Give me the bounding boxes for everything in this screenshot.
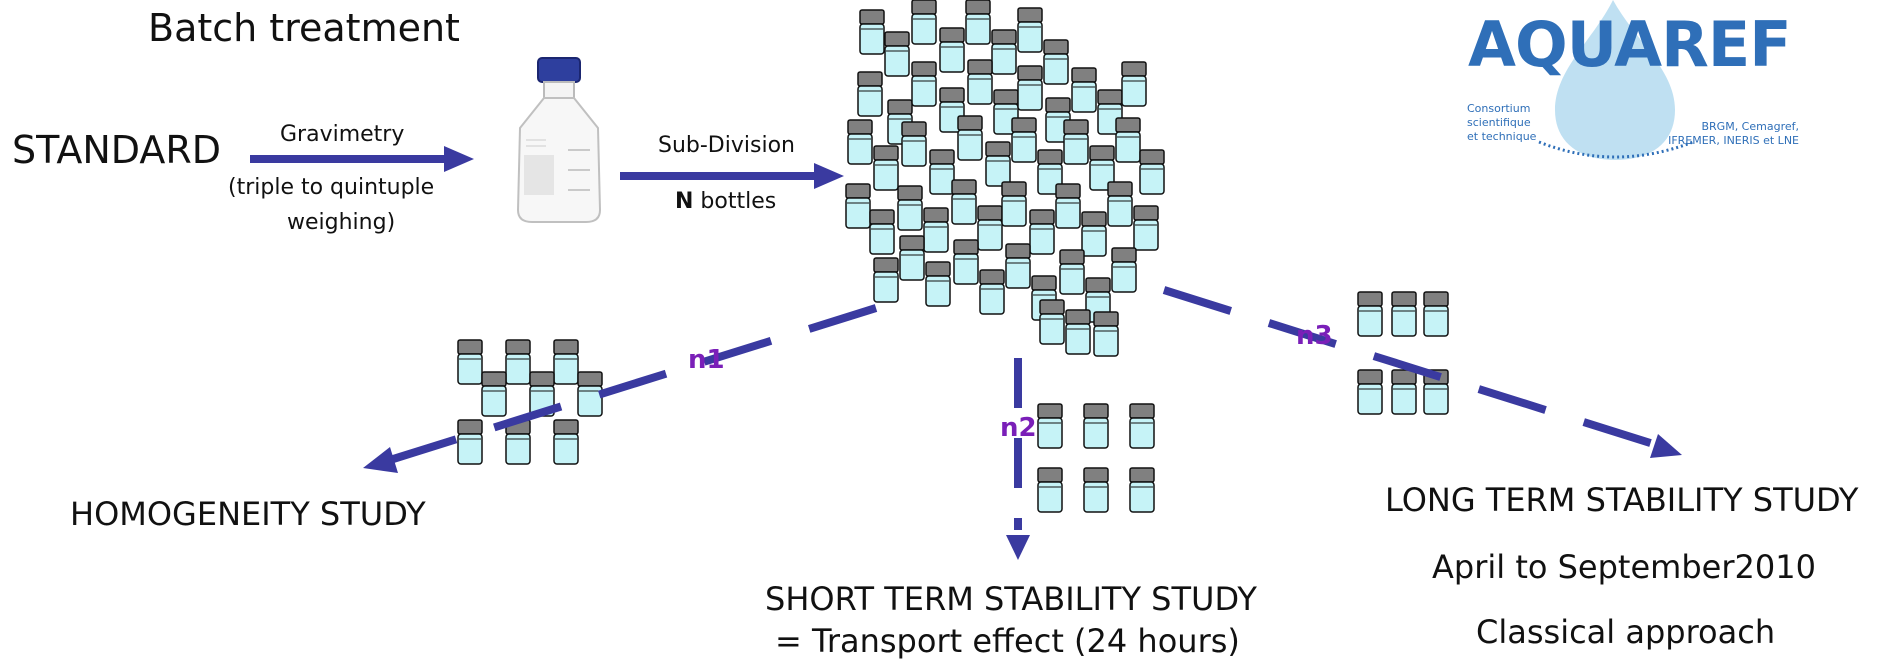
vial-batch-cluster [845,0,1165,357]
gravimetry-note-line2: weighing) [287,210,396,235]
long-term-study-approach: Classical approach [1476,613,1776,651]
homogeneity-study-label: HOMOGENEITY STUDY [70,495,426,533]
branch-label-n2: n2 [1000,413,1037,443]
water-drop-icon [1538,0,1694,160]
branch-arrow-n3 [1162,286,1682,458]
lab-bottle-icon [516,57,602,223]
gravimetry-note-line1: (triple to quintuple [228,175,435,200]
branch-arrow-n1 [363,304,878,473]
logo-right-text: BRGM, Cemagref, IFREMER, INERIS et LNE [1668,120,1799,147]
long-term-study-period: April to September2010 [1432,548,1816,586]
standard-label: STANDARD [12,128,222,172]
short-term-vials [1037,403,1155,513]
n-bottles-label: N bottles [675,189,776,214]
gravimetry-label: Gravimetry [280,122,405,147]
n-symbol: N [675,189,694,214]
subdivision-arrow [620,163,844,189]
short-term-study-label: SHORT TERM STABILITY STUDY [765,580,1257,618]
logo-wordmark: AQUAREF [1468,8,1792,81]
long-term-vials [1357,291,1449,415]
long-term-study-label: LONG TERM STABILITY STUDY [1385,481,1859,519]
branch-arrow-n2 [1006,358,1030,560]
short-term-study-note: = Transport effect (24 hours) [775,622,1240,660]
diagram-title: Batch treatment [148,6,460,50]
gravimetry-arrow [250,146,474,172]
subdivision-label: Sub-Division [658,133,795,158]
homogeneity-vials [457,339,603,465]
aquaref-logo: AQUAREF Consortium scientifique et techn… [1443,0,1803,160]
branch-label-n1: n1 [688,345,725,375]
branch-label-n3: n3 [1296,321,1333,351]
logo-left-text: Consortium scientifique et technique [1467,102,1537,143]
bottles-text: bottles [693,189,777,214]
